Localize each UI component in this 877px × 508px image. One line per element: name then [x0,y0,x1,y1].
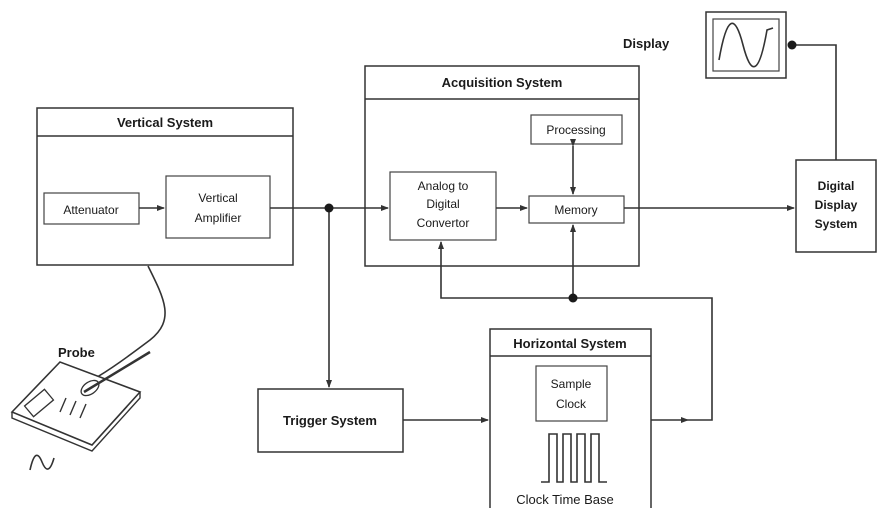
probe-cable [91,265,166,381]
horizontal-system-title: Horizontal System [513,336,626,351]
processing-block: Processing [530,114,623,145]
vertical-system-title: Vertical System [117,115,213,130]
probe-block: Probe [10,265,166,471]
clock-time-base-label: Clock Time Base [516,492,614,507]
circuit-board-icon [10,350,151,471]
horizontal-system-block: Horizontal System Sample Clock Clock Tim… [489,328,652,508]
adc-label-line3: Convertor [417,216,470,230]
junction-dot-display [787,40,797,50]
display-sine-wave-icon [718,22,774,68]
adc-label-line2: Digital [426,197,459,211]
trigger-system-block: Trigger System [257,388,404,453]
junction-dot-vertical [324,203,334,213]
connections [139,44,837,423]
processing-label: Processing [546,123,605,137]
sample-clock-block: Sample Clock [535,365,608,422]
vertical-system-block: Vertical System Attenuator Vertical Ampl… [36,107,294,266]
probe-label: Probe [58,345,95,360]
sample-clock-label-line2: Clock [556,397,587,411]
digital-display-system-block: Digital Display System [795,159,877,253]
digital-display-system-label-line2: Display [815,198,858,212]
display-label: Display [623,36,670,51]
junction-dots [324,40,797,303]
junction-dot-clock [568,293,578,303]
digital-display-system-label-line3: System [815,217,858,231]
vertical-amplifier-block: Vertical Amplifier [165,175,271,239]
clock-pulse-train-icon [541,433,607,483]
attenuator-label: Attenuator [63,203,118,217]
probe-signal-wave-icon [29,454,55,471]
attenuator-block: Attenuator [43,192,140,225]
memory-block: Memory [528,195,625,224]
sample-clock-label-line1: Sample [551,377,592,391]
acquisition-system-title: Acquisition System [442,75,563,90]
adc-block: Analog to Digital Convertor [389,171,497,241]
trigger-system-label: Trigger System [283,413,377,428]
display-block: Display [623,11,787,79]
vertical-amplifier-label-line1: Vertical [198,191,237,205]
memory-label: Memory [554,203,597,217]
vertical-amplifier-label-line2: Amplifier [195,211,242,225]
acquisition-system-block: Acquisition System Processing Analog to … [364,65,640,267]
adc-label-line1: Analog to [418,179,469,193]
digital-display-system-label-line1: Digital [818,179,855,193]
